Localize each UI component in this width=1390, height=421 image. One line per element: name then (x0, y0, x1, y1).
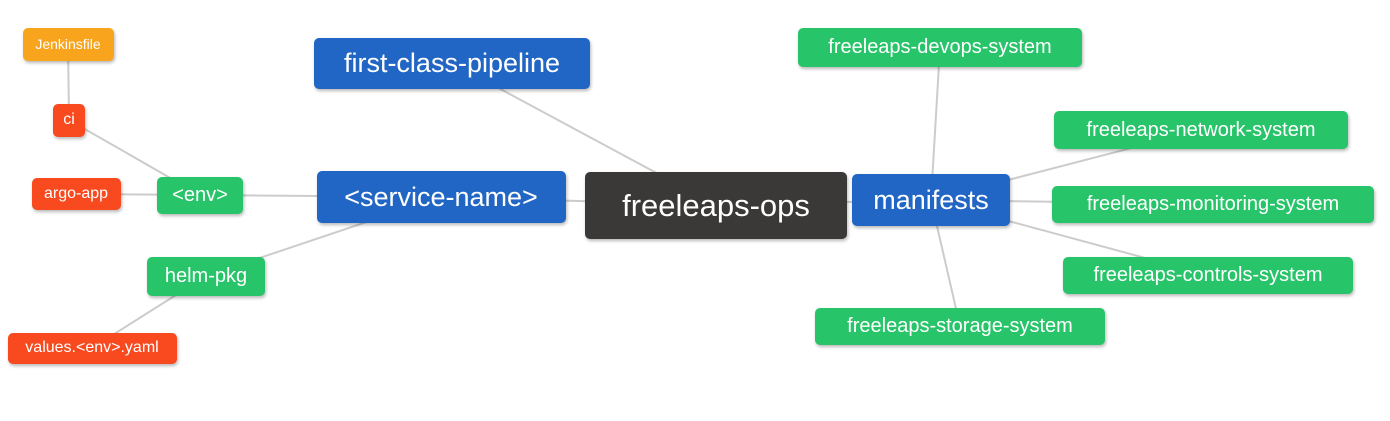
node-freeleaps-controls-system[interactable]: freeleaps-controls-system (1063, 256, 1353, 294)
node-service-name[interactable]: <service-name> (316, 171, 566, 223)
node-jenkinsfile[interactable]: Jenkinsfile (22, 27, 114, 61)
node-freeleaps-monitoring-system[interactable]: freeleaps-monitoring-system (1052, 185, 1374, 223)
node-freeleaps-network-system[interactable]: freeleaps-network-system (1054, 111, 1348, 149)
node-first-class-pipeline[interactable]: first-class-pipeline (314, 37, 590, 89)
node-ci[interactable]: ci (53, 103, 85, 137)
node-freeleaps-ops[interactable]: freeleaps-ops (585, 171, 847, 239)
node-env[interactable]: <env> (157, 176, 243, 214)
node-values-env-yaml[interactable]: values.<env>.yaml (7, 332, 177, 364)
node-argo-app[interactable]: argo-app (31, 178, 121, 210)
node-helm-pkg[interactable]: helm-pkg (147, 256, 265, 296)
node-freeleaps-devops-system[interactable]: freeleaps-devops-system (798, 27, 1082, 67)
node-manifests[interactable]: manifests (852, 174, 1010, 226)
node-freeleaps-storage-system[interactable]: freeleaps-storage-system (815, 307, 1105, 345)
